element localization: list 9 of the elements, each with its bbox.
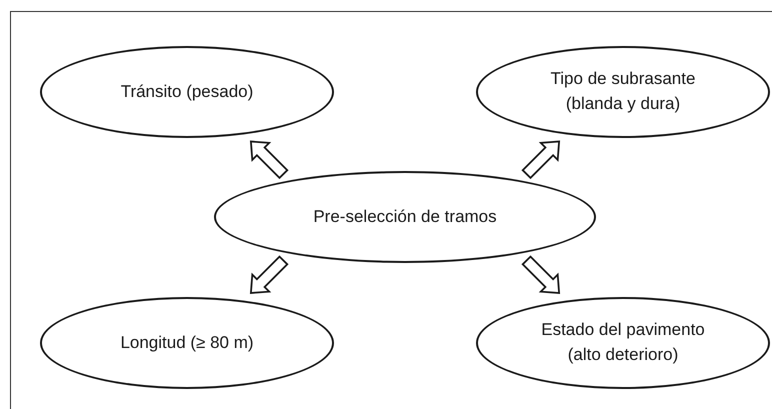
block-arrow [521,255,560,294]
block-arrow [250,140,289,180]
node-label: Pre-selección de tramos [313,206,497,228]
block-arrow [250,255,289,294]
node-label: Estado del pavimento (alto deterioro) [540,319,706,366]
node-label: Tipo de subrasante (blanda y dura) [550,68,696,115]
node-label: Tránsito (pesado) [120,80,254,103]
block-arrow [521,140,560,180]
node-label: Longitud (≥ 80 m) [120,332,254,354]
